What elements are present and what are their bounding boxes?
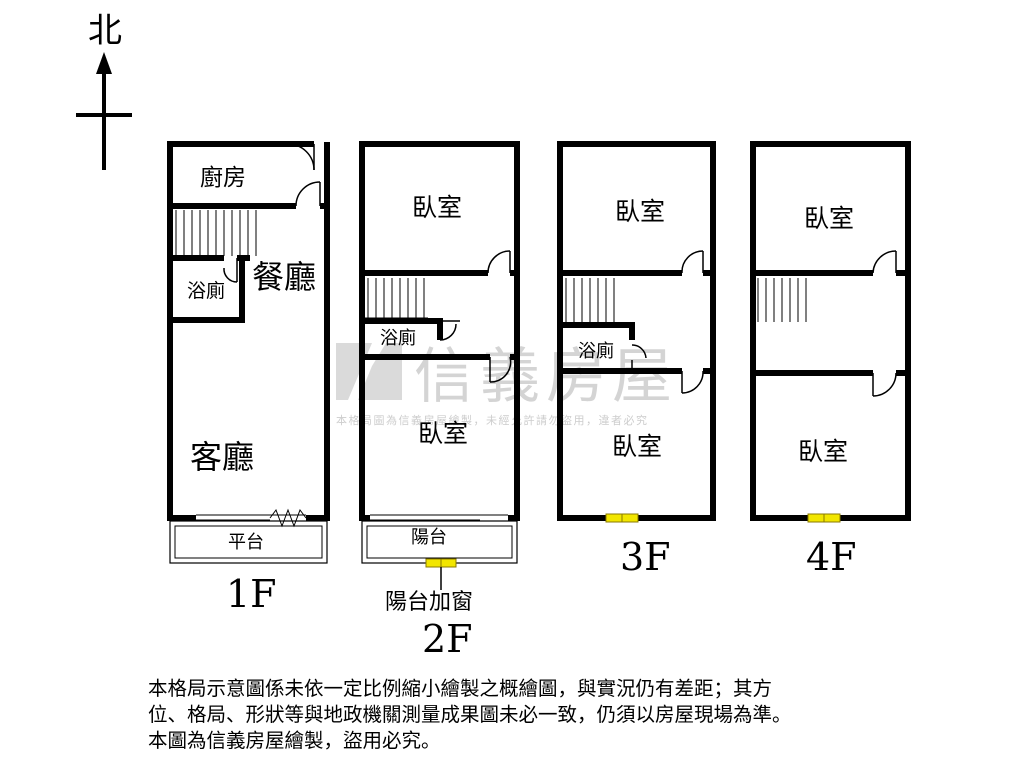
room-label: 客廳 bbox=[190, 438, 254, 476]
north-arrow-icon bbox=[96, 52, 112, 74]
room-label: 臥室 bbox=[412, 193, 462, 222]
room-label: 臥室 bbox=[612, 432, 662, 461]
room-label: 臥室 bbox=[798, 437, 848, 466]
floor-1f: 廚房 餐廳 浴廁 客廳 平台 1F bbox=[167, 141, 330, 616]
disclaimer-line: 本圖為信義房屋繪製，盜用必究。 bbox=[148, 729, 441, 752]
disclaimer-line: 本格局示意圖係未依一定比例縮小繪製之概繪圖，與實況仍有差距；其方 bbox=[148, 677, 773, 700]
room-label: 廚房 bbox=[200, 165, 246, 191]
floor-3f: 臥室 浴廁 臥室 3F bbox=[557, 141, 716, 579]
disclaimer: 本格局示意圖係未依一定比例縮小繪製之概繪圖，與實況仍有差距；其方 位、格局、形狀… bbox=[148, 676, 968, 754]
room-label: 餐廳 bbox=[252, 258, 316, 296]
room-label: 臥室 bbox=[615, 197, 665, 226]
floor-4f: 臥室 臥室 4F bbox=[750, 141, 911, 579]
balcony-label: 陽台 bbox=[411, 527, 447, 548]
watermark-notice: 本格局圖為信義房屋繪製，未經允許請勿盜用，違者必究 bbox=[336, 413, 649, 427]
watermark: 信義房屋 本格局圖為信義房屋繪製，未經允許請勿盜用，違者必究 bbox=[336, 342, 678, 427]
disclaimer-line: 位、格局、形狀等與地政機關測量成果圖未必一致，仍須以房屋現場為準。 bbox=[148, 703, 792, 726]
floor-label: 2F bbox=[422, 617, 473, 661]
watermark-logo bbox=[336, 343, 402, 400]
floor-label: 1F bbox=[226, 572, 277, 616]
north-compass: 北 bbox=[76, 11, 132, 170]
room-label: 浴廁 bbox=[187, 279, 225, 302]
window-note: 陽台加窗 bbox=[385, 590, 473, 615]
floor-2f: 臥室 浴廁 臥室 陽台 陽台加窗 2F bbox=[359, 141, 520, 661]
room-label: 臥室 bbox=[804, 204, 854, 233]
balcony-label: 平台 bbox=[228, 532, 264, 553]
room-label: 臥室 bbox=[418, 419, 468, 448]
watermark-brand: 信義房屋 bbox=[414, 342, 678, 412]
floor-label: 3F bbox=[620, 535, 671, 579]
room-label: 浴廁 bbox=[380, 327, 416, 349]
north-label: 北 bbox=[88, 11, 122, 51]
room-label: 浴廁 bbox=[578, 340, 614, 362]
floor-label: 4F bbox=[806, 535, 857, 579]
